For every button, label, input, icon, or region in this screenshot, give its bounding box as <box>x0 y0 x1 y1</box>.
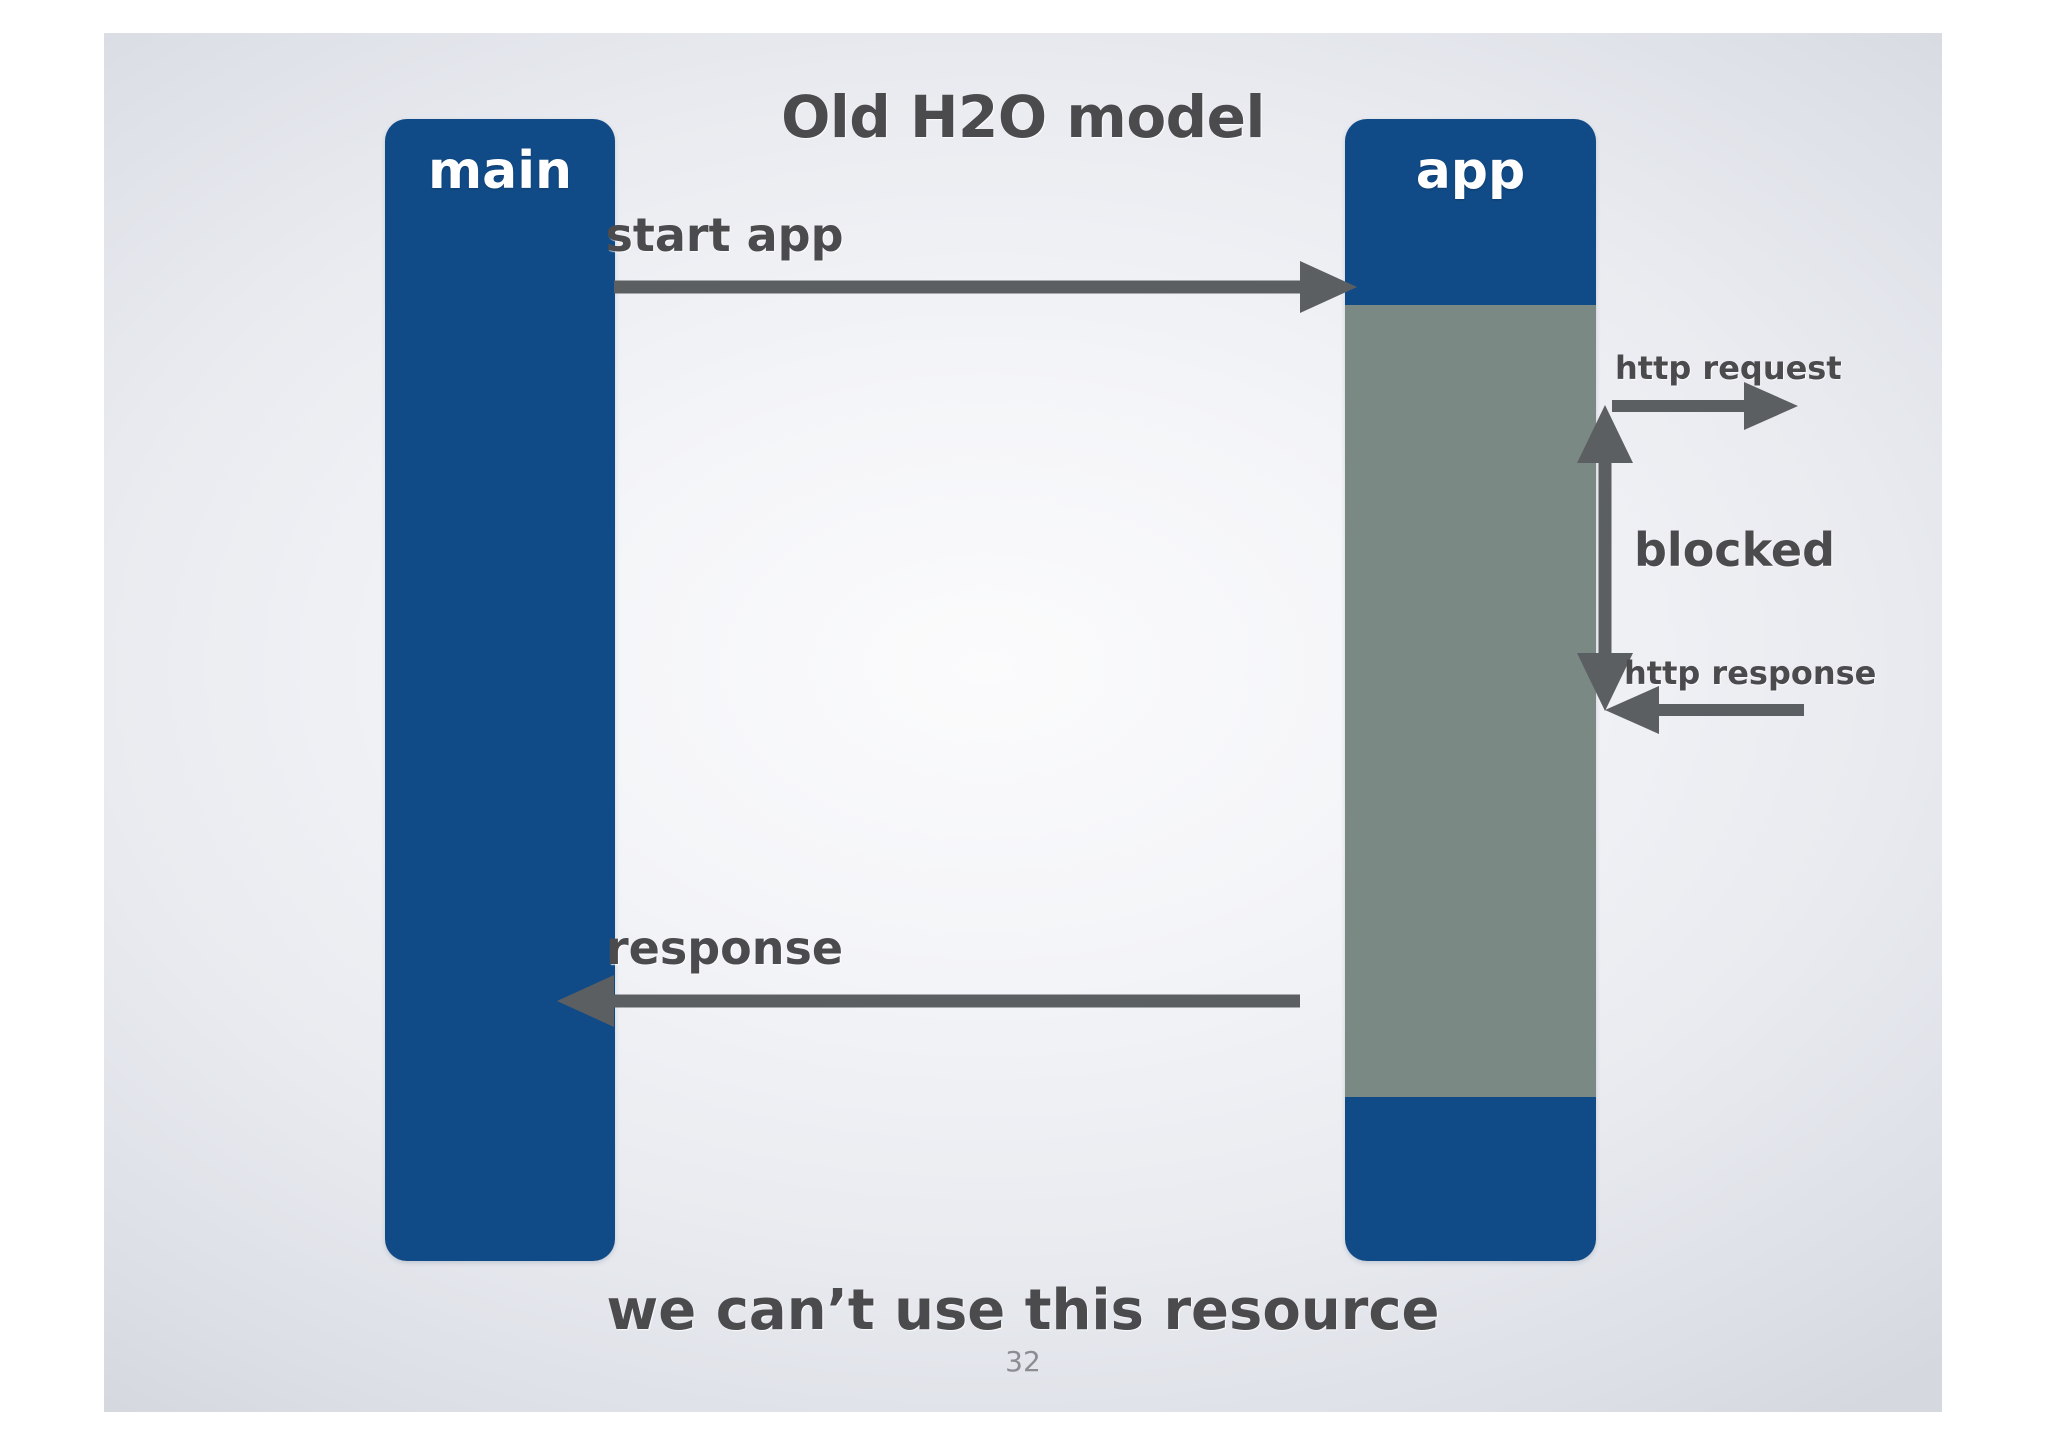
page-title: Old H2O model <box>781 83 1265 151</box>
arrow-response <box>557 975 1300 1027</box>
lifeline-app: app <box>1345 119 1596 1261</box>
arrow-start-app <box>614 261 1357 313</box>
lifeline-main-label: main <box>427 141 573 201</box>
arrow-http-request <box>1612 382 1798 430</box>
annotation-label-blocked: blocked <box>1634 523 1836 577</box>
lifeline-main: main <box>385 119 615 1261</box>
arrow-http-response <box>1605 686 1804 734</box>
arrow-label-start-app: start app <box>605 208 844 262</box>
lifeline-app-blocked-band <box>1345 305 1596 1097</box>
slide-canvas: Old H2O model main app <box>104 33 1942 1412</box>
arrow-label-response: response <box>605 921 844 975</box>
page-number: 32 <box>1005 1345 1041 1378</box>
arrow-label-http-response: http response <box>1624 654 1877 692</box>
arrow-label-http-request: http request <box>1615 349 1842 387</box>
lifeline-app-label: app <box>1415 141 1526 201</box>
slide-caption: we can’t use this resource <box>606 1278 1440 1343</box>
